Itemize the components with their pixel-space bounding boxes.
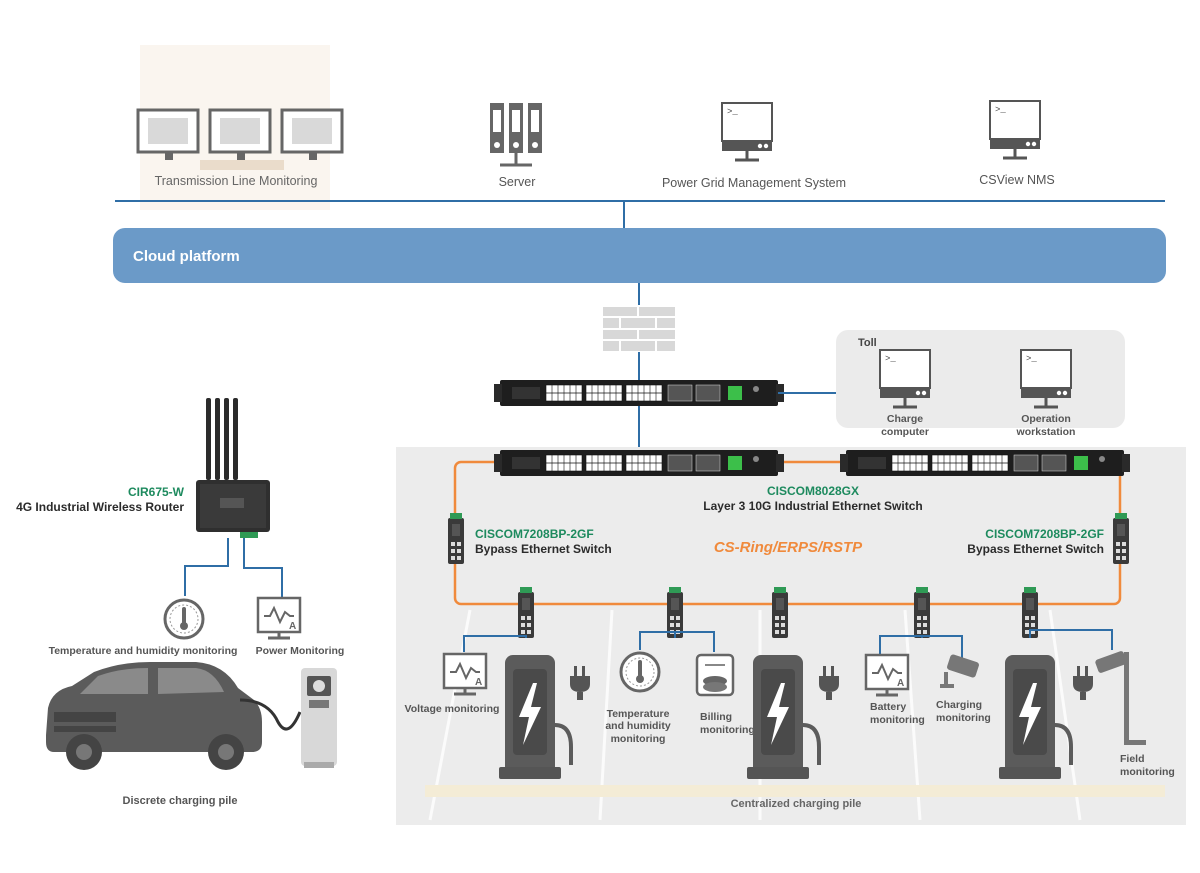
temp-humidity-gauge-centralized xyxy=(619,651,661,693)
nms-monitor-icon xyxy=(988,99,1042,160)
battery-label-2: monitoring xyxy=(870,714,925,726)
field-camera-icon xyxy=(1095,651,1146,745)
power-monitor-icon xyxy=(256,596,302,640)
transmission-label: Transmission Line Monitoring xyxy=(155,174,318,188)
core-switch-desc: Layer 3 10G Industrial Ethernet Switch xyxy=(703,499,922,513)
temp-humidity-gauge-discrete xyxy=(163,598,205,640)
nms-label: CSView NMS xyxy=(979,173,1054,187)
power-monitoring-label: Power Monitoring xyxy=(256,645,345,657)
core-switch-model: CISCOM8028GX xyxy=(767,484,859,498)
ring-protocol-label: CS-Ring/ERPS/RSTP xyxy=(714,539,863,556)
core-switch-right xyxy=(840,450,1130,476)
car-charge-cable xyxy=(239,698,302,731)
server-label: Server xyxy=(499,175,536,189)
bypass-right-model: CISCOM7208BP-2GF xyxy=(985,527,1104,541)
router-antennas xyxy=(206,398,238,480)
bypass-switch-left xyxy=(448,513,464,564)
toll-title: Toll xyxy=(858,337,877,349)
charge-computer-label-1: Charge xyxy=(887,413,923,425)
grid-management-monitor-icon xyxy=(720,101,774,162)
core-switch-left xyxy=(494,450,784,476)
temp-humidity-centralized-label-1: Temperature xyxy=(607,708,670,720)
electric-car-icon xyxy=(46,662,262,770)
billing-label-2: monitoring xyxy=(700,724,755,736)
access-switch-4 xyxy=(914,587,930,638)
access-switch-1 xyxy=(518,587,534,638)
bypass-right-desc: Bypass Ethernet Switch xyxy=(967,542,1104,556)
operation-workstation-label-1: Operation xyxy=(1021,413,1071,425)
battery-monitor-icon xyxy=(864,653,910,697)
voltage-label: Voltage monitoring xyxy=(405,703,500,715)
grid-management-label: Power Grid Management System xyxy=(662,176,846,190)
billing-icon xyxy=(695,653,735,697)
router-device xyxy=(196,480,270,538)
centralized-floor-strip xyxy=(425,785,1165,797)
bypass-left-desc: Bypass Ethernet Switch xyxy=(475,542,612,556)
router-desc: 4G Industrial Wireless Router xyxy=(16,500,184,514)
access-links xyxy=(463,629,1113,658)
bypass-left-model: CISCOM7208BP-2GF xyxy=(475,527,594,541)
cloud-platform-label: Cloud platform xyxy=(133,248,240,265)
charging-label-2: monitoring xyxy=(936,712,991,724)
temp-humidity-discrete-label: Temperature and humidity monitoring xyxy=(49,645,238,657)
centralized-pile-label: Centralized charging pile xyxy=(731,798,862,810)
temp-humidity-centralized-label-3: monitoring xyxy=(611,733,666,745)
access-switch-3 xyxy=(772,587,788,638)
access-switch-2 xyxy=(667,587,683,638)
bypass-switch-right xyxy=(1113,513,1129,564)
temp-humidity-centralized-label-2: and humidity xyxy=(605,720,670,732)
transmission-monitoring-icon xyxy=(136,45,344,210)
router-model: CIR675-W xyxy=(128,485,185,499)
cloud-platform-bar xyxy=(113,228,1166,283)
charge-computer-label-2: computer xyxy=(881,426,929,438)
charging-label-1: Charging xyxy=(936,699,982,711)
aggregation-switch xyxy=(494,380,784,406)
billing-label-1: Billing xyxy=(700,711,732,723)
server-icon xyxy=(490,103,542,167)
router-links xyxy=(184,538,283,598)
operation-workstation-label-2: workstation xyxy=(1016,426,1076,438)
field-label-1: Field xyxy=(1120,753,1145,765)
firewall-icon xyxy=(601,305,677,353)
discrete-pile-label: Discrete charging pile xyxy=(123,795,238,807)
discrete-charging-pile-icon xyxy=(301,668,337,768)
field-label-2: monitoring xyxy=(1120,766,1175,778)
voltage-monitor-icon xyxy=(442,652,488,696)
battery-label-1: Battery xyxy=(870,701,906,713)
